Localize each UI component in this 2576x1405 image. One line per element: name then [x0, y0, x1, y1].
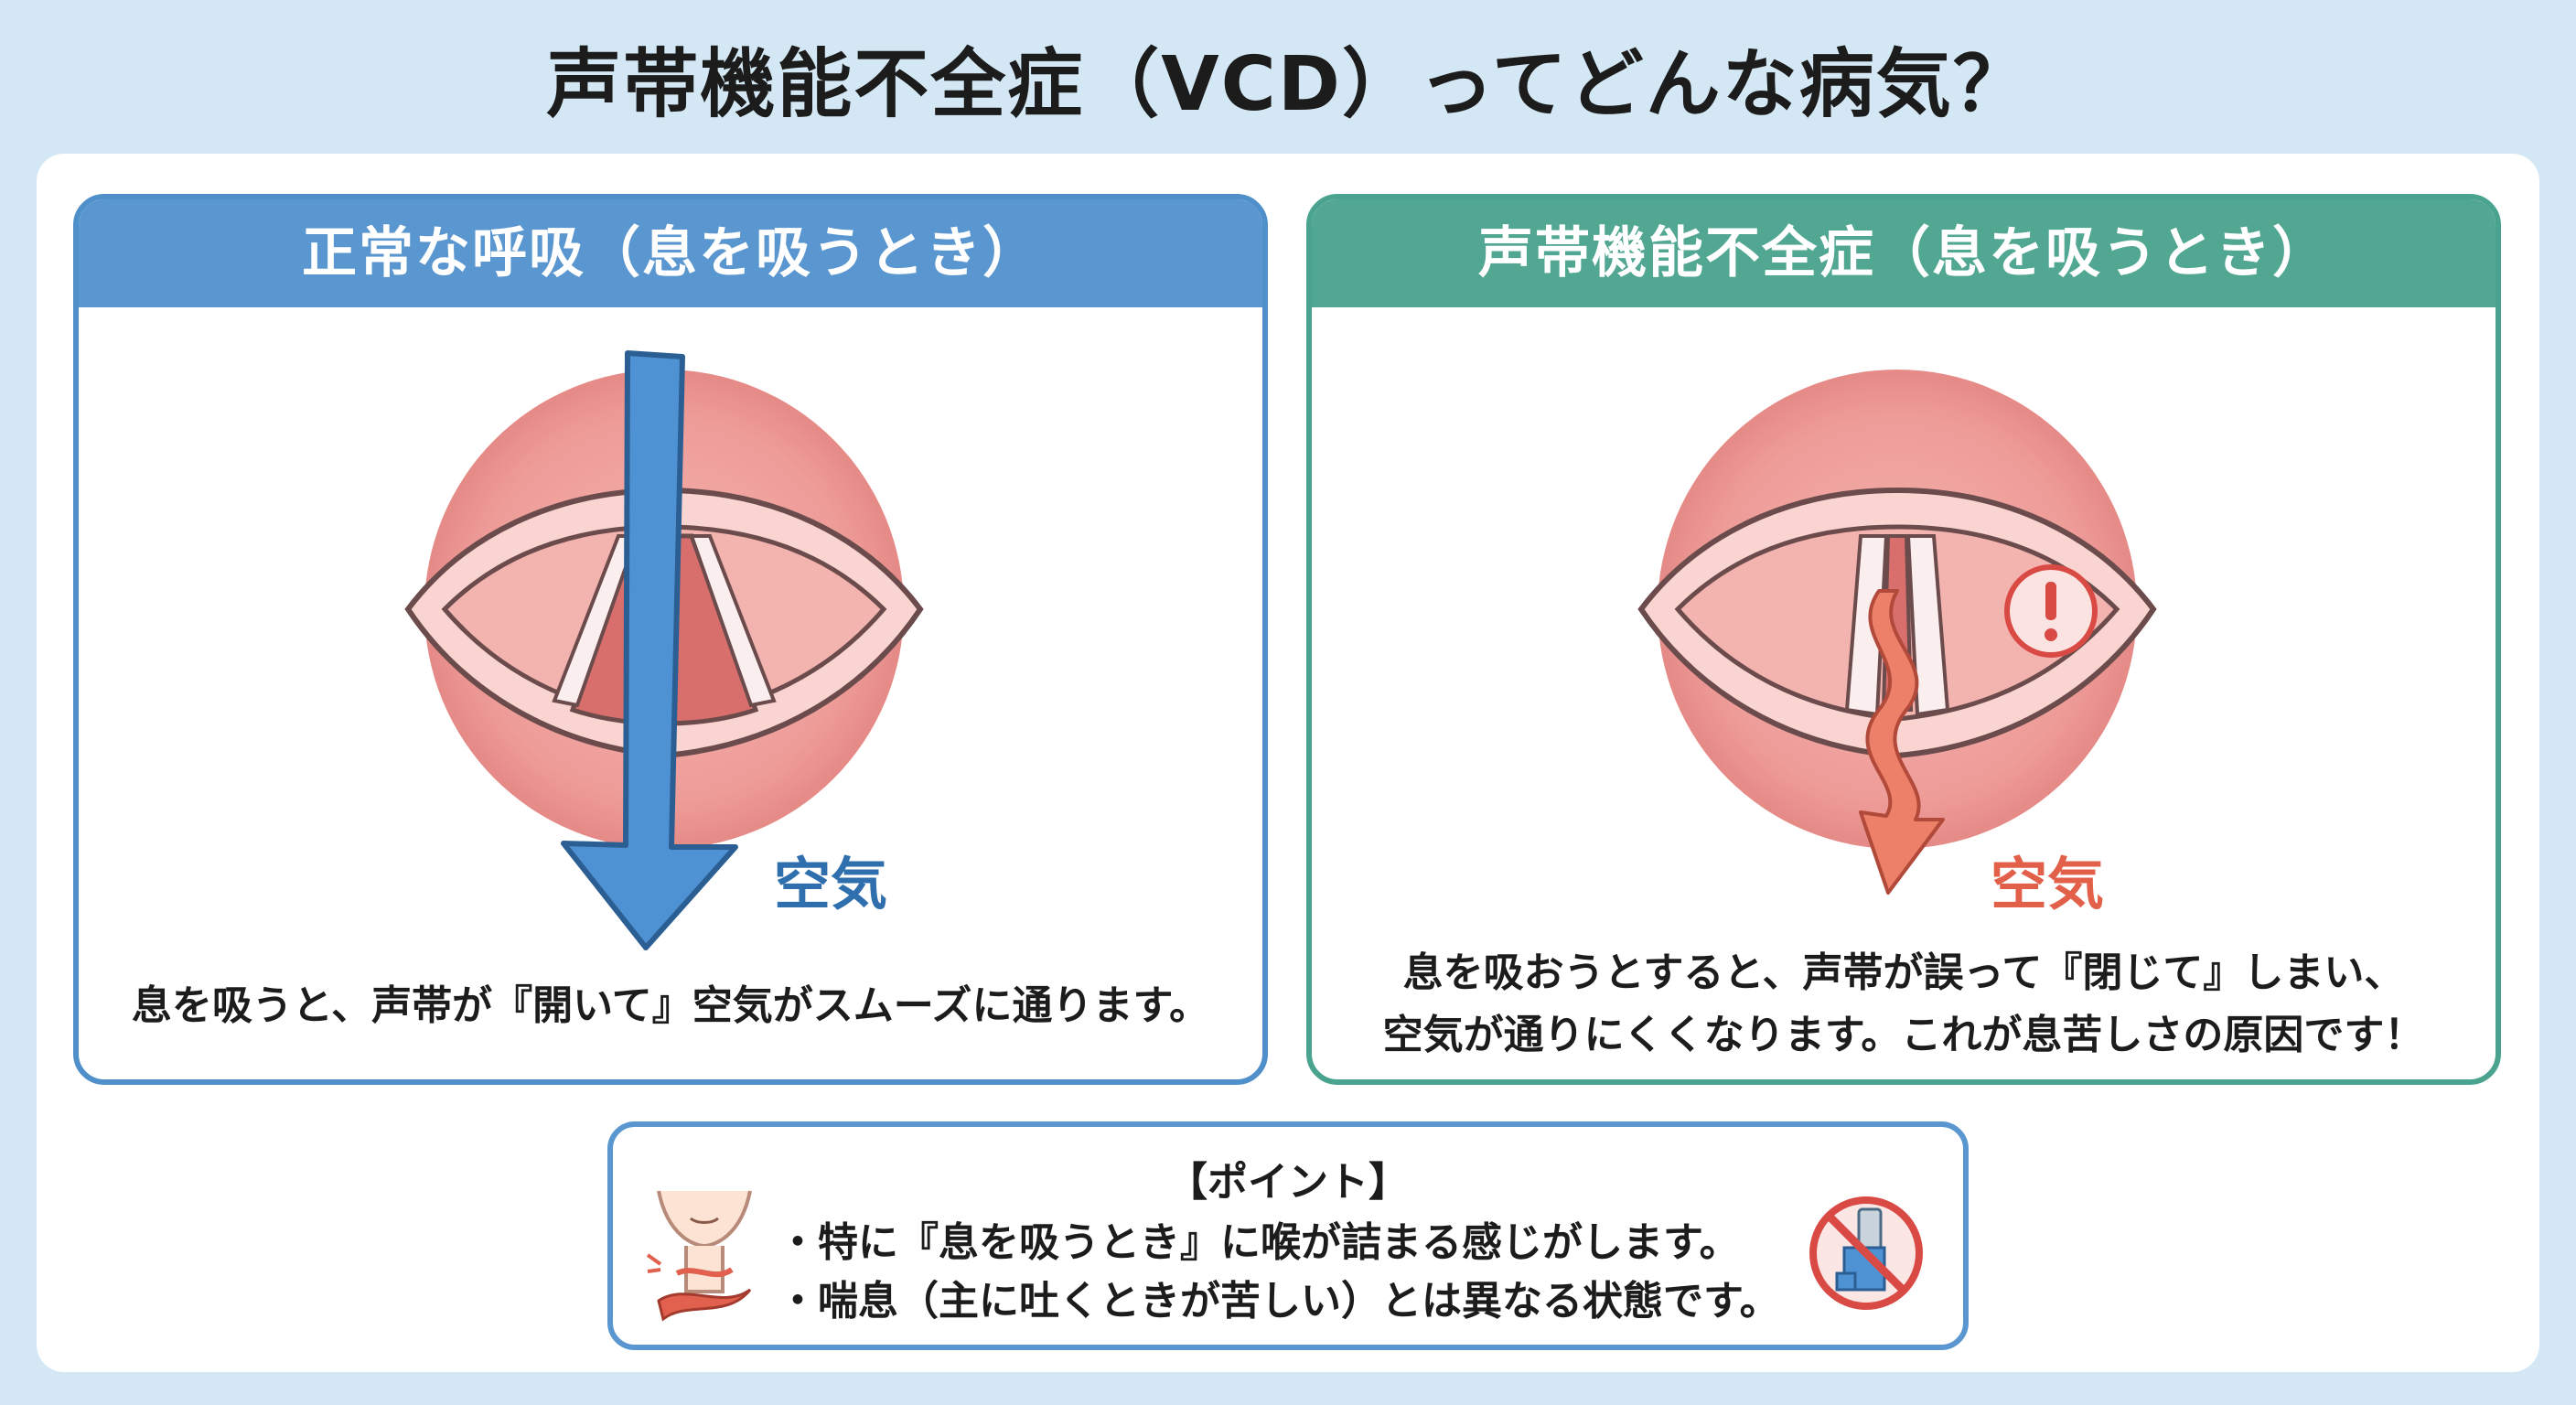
normal-breathing-panel: 正常な呼吸（息を吸うとき） 空気 息を吸うと、声帯が『開いて』空気がスム: [73, 194, 1268, 1085]
air-label-normal: 空気: [774, 851, 888, 917]
vcd-caption-line2: 空気が通りにくくなります。これが息苦しさの原因です！: [1382, 1012, 2425, 1058]
closed-vocal-cords-icon: [1637, 370, 2157, 895]
point-item-1: ・特に『息を吸うとき』に喉が詰まる感じがします。: [778, 1219, 1740, 1266]
open-vocal-cords-icon: [404, 350, 924, 950]
vcd-heading: 声帯機能不全症（息を吸うとき）: [1312, 199, 2496, 307]
exclamation-warning-icon: [2004, 564, 2098, 658]
normal-breathing-heading: 正常な呼吸（息を吸うとき）: [79, 199, 1262, 307]
point-box: 【ポイント】 ・特に『息を吸うとき』に喉が詰まる感じがします。 ・喘息（主に吐く…: [607, 1121, 1969, 1350]
point-heading: 【ポイント】: [1167, 1159, 1409, 1206]
point-item-2: ・喘息（主に吐くときが苦しい）とは異なる状態です。: [778, 1278, 1780, 1325]
throat-tightness-icon: [646, 1190, 752, 1322]
no-inhaler-icon: [1809, 1196, 1923, 1310]
normal-breathing-caption: 息を吸うと、声帯が『開いて』空気がスムーズに通ります。: [131, 982, 1210, 1029]
closed-vocal-cords-illustration: 空気: [1312, 307, 2496, 1079]
air-label-vcd: 空気: [1991, 851, 2105, 917]
page-title: 声帯機能不全症（VCD）ってどんな病気？: [546, 41, 2030, 128]
open-vocal-cords-illustration: 空気: [79, 307, 1262, 1079]
vcd-caption-line1: 息を吸おうとすると、声帯が誤って『閉じて』しまい、: [1402, 949, 2405, 996]
vcd-panel: 声帯機能不全症（息を吸うとき）: [1306, 194, 2501, 1085]
